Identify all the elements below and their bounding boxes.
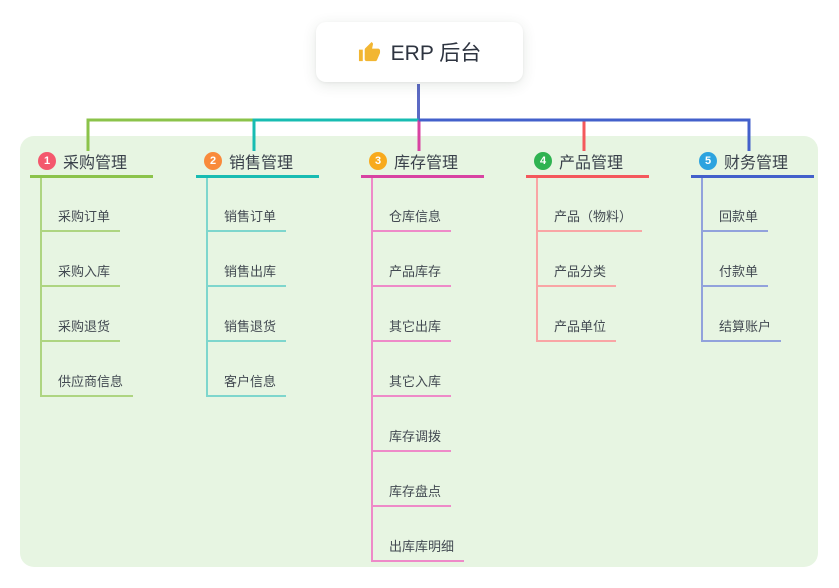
branch-number-badge: 5 xyxy=(699,152,717,170)
child-node[interactable]: 库存调拨 xyxy=(371,426,452,452)
child-connector-line xyxy=(701,178,703,342)
branch-node-finance[interactable]: 5 财务管理 xyxy=(691,147,814,178)
child-node[interactable]: 采购订单 xyxy=(40,206,121,232)
root-node-label: ERP 后台 xyxy=(390,42,482,65)
root-node[interactable]: ERP 后台 xyxy=(316,22,523,82)
branch-node-label: 库存管理 xyxy=(394,155,459,172)
child-node[interactable]: 产品单位 xyxy=(536,316,617,342)
branch-node-label: 财务管理 xyxy=(724,155,789,172)
branch-node-inventory[interactable]: 3 库存管理 xyxy=(361,147,484,178)
child-node[interactable]: 销售退货 xyxy=(206,316,287,342)
thumbs-up-icon xyxy=(358,41,381,64)
branch-node-label: 产品管理 xyxy=(559,155,624,172)
child-connector-line xyxy=(40,178,42,397)
child-node[interactable]: 付款单 xyxy=(701,261,769,287)
branch-number-badge: 4 xyxy=(534,152,552,170)
mindmap-panel xyxy=(20,136,818,567)
child-node[interactable]: 结算账户 xyxy=(701,316,782,342)
child-connector-line xyxy=(206,178,208,397)
branch-node-label: 销售管理 xyxy=(229,155,294,172)
branch-number-badge: 2 xyxy=(204,152,222,170)
child-node[interactable]: 仓库信息 xyxy=(371,206,452,232)
child-node[interactable]: 销售订单 xyxy=(206,206,287,232)
child-node[interactable]: 产品分类 xyxy=(536,261,617,287)
child-node[interactable]: 库存盘点 xyxy=(371,481,452,507)
branch-node-label: 采购管理 xyxy=(63,155,128,172)
child-node[interactable]: 采购入库 xyxy=(40,261,121,287)
child-node[interactable]: 销售出库 xyxy=(206,261,287,287)
child-node[interactable]: 产品（物料） xyxy=(536,206,643,232)
child-node[interactable]: 其它出库 xyxy=(371,316,452,342)
child-node[interactable]: 供应商信息 xyxy=(40,371,134,397)
branch-number-badge: 3 xyxy=(369,152,387,170)
child-connector-line xyxy=(371,178,373,562)
child-node[interactable]: 其它入库 xyxy=(371,371,452,397)
branch-node-product[interactable]: 4 产品管理 xyxy=(526,147,649,178)
child-node[interactable]: 采购退货 xyxy=(40,316,121,342)
branch-number-badge: 1 xyxy=(38,152,56,170)
child-node[interactable]: 客户信息 xyxy=(206,371,287,397)
child-node[interactable]: 出库库明细 xyxy=(371,536,465,562)
child-connector-line xyxy=(536,178,538,342)
child-node[interactable]: 产品库存 xyxy=(371,261,452,287)
branch-node-purchase[interactable]: 1 采购管理 xyxy=(30,147,153,178)
child-node[interactable]: 回款单 xyxy=(701,206,769,232)
branch-node-sales[interactable]: 2 销售管理 xyxy=(196,147,319,178)
